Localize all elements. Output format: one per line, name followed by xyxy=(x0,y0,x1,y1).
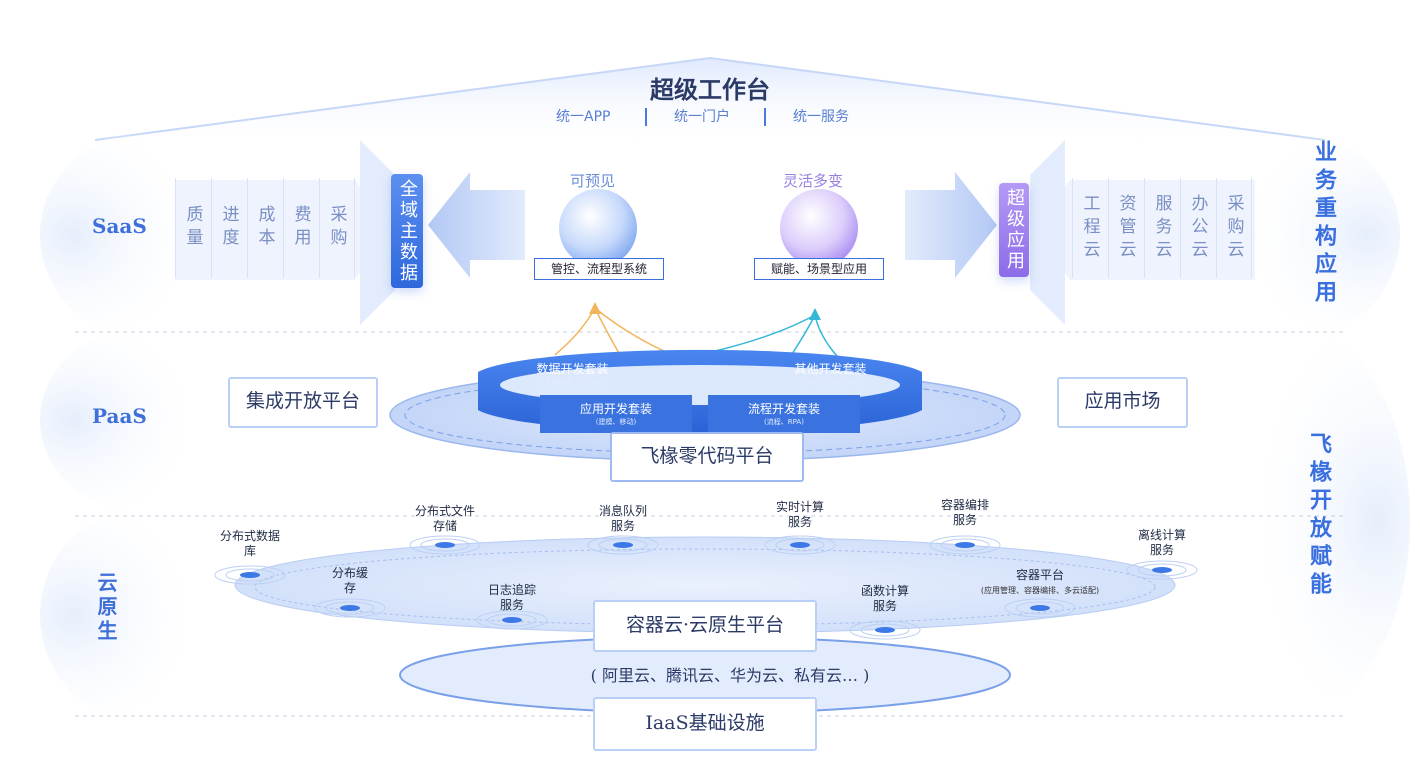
sphere-title-flexible: 灵活多变 xyxy=(783,172,844,190)
suite-sub: (流程、RPA) xyxy=(764,418,804,426)
separator xyxy=(764,108,766,126)
suite-name: 应用开发套装 xyxy=(579,402,652,416)
suite-data-dev: 数据开发套装 (数据服务、元数据) xyxy=(515,360,630,387)
suite-sub: (AIOT/区块链/VR) xyxy=(801,378,860,386)
saas-item-quality: 质量 xyxy=(175,178,210,278)
saas-item-cost: 成本 xyxy=(247,178,282,278)
zero-code-platform: 飞椽零代码平台 xyxy=(610,432,804,482)
layer-paas: PaaS xyxy=(92,404,147,428)
page-title: 超级工作台 xyxy=(650,75,770,104)
saas-item-asset-cloud: 资管云 xyxy=(1108,178,1143,278)
saas-item-purchase-cloud: 采购云 xyxy=(1216,178,1252,278)
suite-process-dev: 流程开发套装 (流程、RPA) xyxy=(708,395,860,433)
svc-realtime-compute: 实时计算服务 xyxy=(775,500,824,529)
svc-distributed-db: 分布式数据库 xyxy=(219,529,280,558)
svc-function-compute: 函数计算服务 xyxy=(860,584,909,613)
suite-other-dev: 其他开发套装 (AIOT/区块链/VR) xyxy=(768,360,893,387)
svc-container-platform: 容器平台 (应用管理、容器编排、多云适配) xyxy=(960,568,1120,598)
saas-item-progress: 进度 xyxy=(211,178,246,278)
layer-cloud-native: 云原生 xyxy=(94,572,118,644)
svc-message-queue: 消息队列服务 xyxy=(598,504,647,533)
suite-sub: (数据服务、元数据) xyxy=(541,378,604,386)
saas-item-purchase: 采购 xyxy=(319,178,355,278)
sub-unified-portal: 统一门户 xyxy=(674,109,730,125)
separator xyxy=(645,108,647,126)
label-open-empower: 飞椽开放赋能 xyxy=(1306,432,1332,600)
suite-sub: (建模、移动) xyxy=(595,418,637,426)
svc-distributed-cache: 分布缓存 xyxy=(331,566,368,595)
svc-distributed-file-storage: 分布式文件存储 xyxy=(415,504,476,533)
integration-platform-box: 集成开放平台 xyxy=(228,377,378,428)
master-data-box: 全域主数据 xyxy=(391,174,423,288)
app-market-box: 应用市场 xyxy=(1057,377,1188,428)
sphere-title-predictable: 可预见 xyxy=(570,172,616,190)
iaas-box: IaaS基础设施 xyxy=(593,697,817,751)
saas-item-service-cloud: 服务云 xyxy=(1144,178,1179,278)
svc-name: 容器平台 xyxy=(1015,568,1064,582)
cloud-providers: ( 阿里云、腾讯云、华为云、私有云… ) xyxy=(590,666,870,685)
suite-name: 流程开发套装 xyxy=(747,402,820,416)
svc-log-tracing: 日志追踪服务 xyxy=(487,583,536,612)
super-app-box: 超级应用 xyxy=(999,183,1029,277)
svc-container-orchestration: 容器编排服务 xyxy=(940,498,989,527)
saas-item-office-cloud: 办公云 xyxy=(1180,178,1215,278)
saas-item-engineering-cloud: 工程云 xyxy=(1072,178,1107,278)
tag-empower-scenario: 赋能、场景型应用 xyxy=(754,258,884,280)
suite-name: 其他开发套装 xyxy=(794,362,867,376)
suite-app-dev: 应用开发套装 (建模、移动) xyxy=(540,395,692,433)
sub-unified-service: 统一服务 xyxy=(793,109,849,125)
label-business-reconstruct: 业务重构应用 xyxy=(1311,140,1337,308)
tag-control-process: 管控、流程型系统 xyxy=(534,258,664,280)
layer-saas: SaaS xyxy=(92,214,147,238)
saas-item-expense: 费用 xyxy=(283,178,318,278)
container-cloud-platform: 容器云·云原生平台 xyxy=(593,600,817,652)
svc-sub: (应用管理、容器编排、多云适配) xyxy=(980,586,1100,595)
suite-name: 数据开发套装 xyxy=(536,362,609,376)
svc-offline-compute: 离线计算服务 xyxy=(1137,528,1186,557)
sub-unified-app: 统一APP xyxy=(556,109,611,125)
